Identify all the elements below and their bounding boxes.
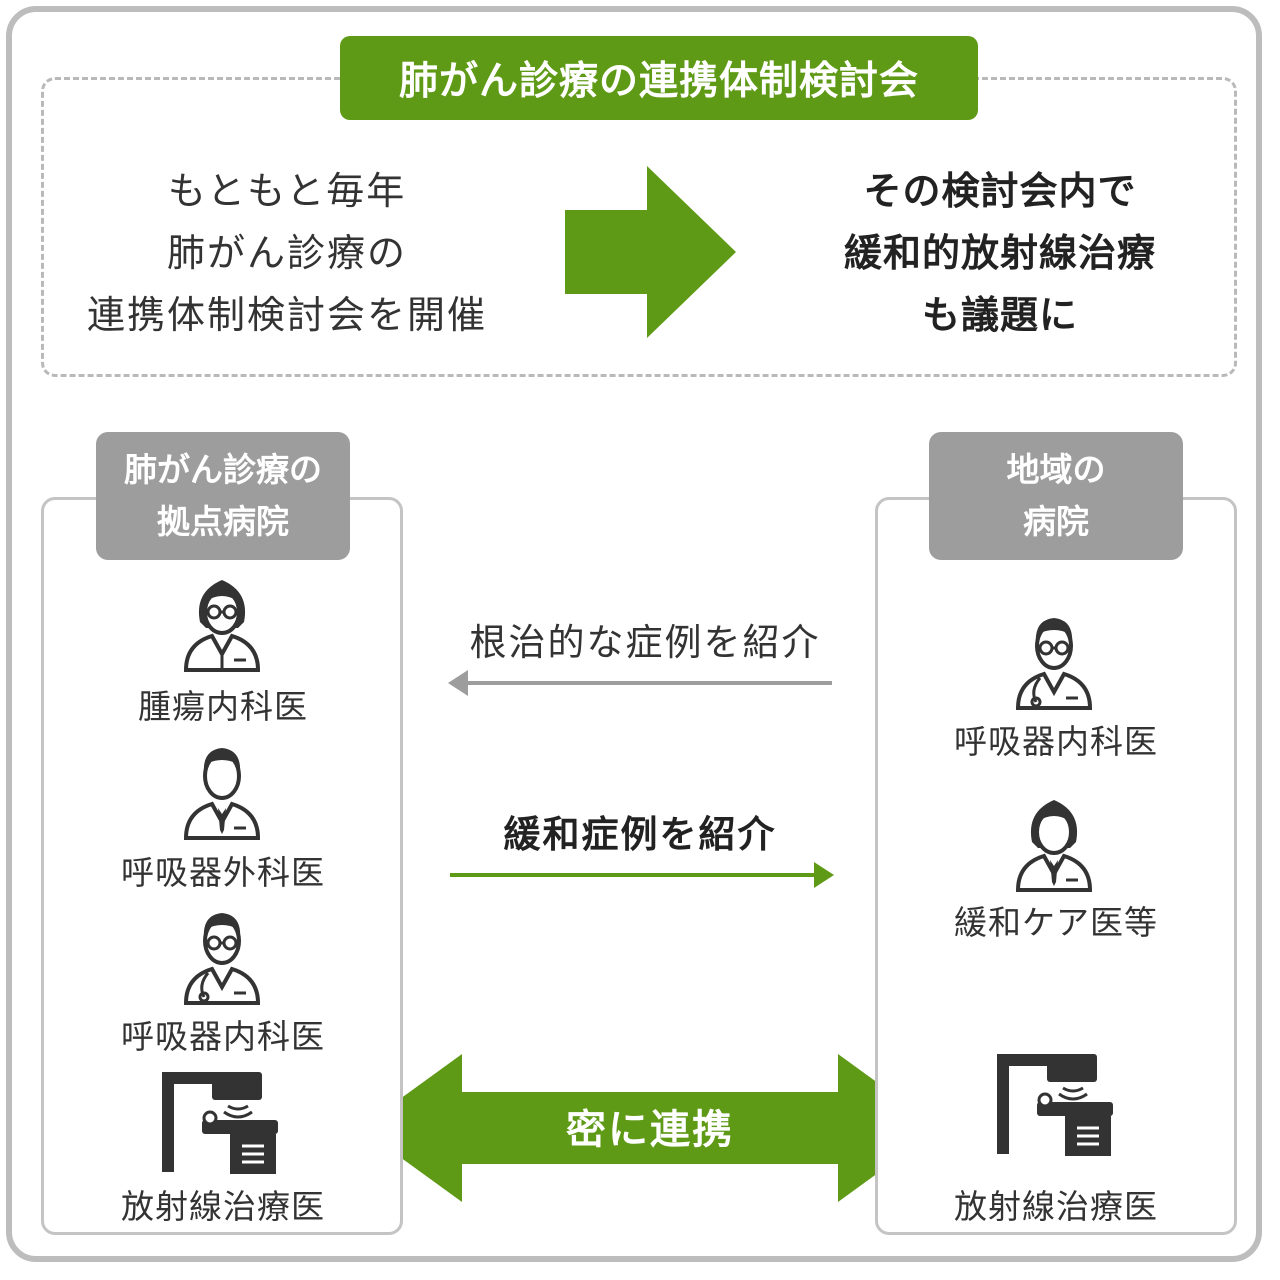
member-label: 呼吸器内科医 [121, 1017, 325, 1056]
doctor-stethoscope-icon [183, 913, 261, 1005]
female-doctor-icon [1015, 800, 1093, 892]
intro-right-line: 緩和的放射線治療 [843, 231, 1156, 275]
intro-left-line: 連携体制検討会を開催 [86, 293, 487, 337]
radiotherapy-machine-icon [997, 1054, 1113, 1156]
intro-right-text: その検討会内で 緩和的放射線治療 も議題に [800, 160, 1200, 346]
member-label: 呼吸器外科医 [121, 853, 325, 892]
core-hospital-tag-line: 拠点病院 [157, 502, 289, 541]
big-right-arrow [565, 166, 736, 338]
local-hospital-tag: 地域の 病院 [929, 432, 1183, 560]
female-doctor-icon [183, 580, 261, 672]
member-label: 腫瘍内科医 [138, 687, 308, 726]
close-cooperation-label: 密に連携 [566, 1107, 734, 1153]
doctor-stethoscope-icon [1015, 618, 1093, 710]
local-hospital-tag-line: 地域の [1006, 450, 1106, 489]
member-label: 放射線治療医 [121, 1187, 325, 1226]
member-label: 緩和ケア医等 [954, 903, 1158, 942]
palliative-referral-label: 緩和症例を紹介 [503, 813, 777, 856]
cooperation-double-arrow [360, 1054, 940, 1202]
local-hospital-tag-line: 病院 [1023, 502, 1089, 541]
intro-right-line: も議題に [921, 293, 1078, 337]
member-label: 呼吸器内科医 [954, 722, 1158, 761]
intro-left-line: 肺がん診療の [166, 231, 407, 275]
radiotherapy-machine-icon [162, 1072, 278, 1174]
core-hospital-tag: 肺がん診療の 拠点病院 [96, 432, 350, 560]
male-doctor-icon [183, 748, 261, 840]
core-hospital-tag-line: 肺がん診療の [124, 450, 322, 489]
palliative-arrow-head [814, 862, 834, 888]
intro-left-line: もともと毎年 [167, 169, 407, 213]
curative-referral-label: 根治的な症例を紹介 [469, 621, 821, 664]
intro-left-text: もともと毎年 肺がん診療の 連携体制検討会を開催 [62, 160, 512, 346]
conference-title: 肺がん診療の連携体制検討会 [340, 36, 978, 120]
intro-right-line: その検討会内で [863, 169, 1137, 213]
curative-arrow-head [448, 670, 468, 696]
member-label: 放射線治療医 [954, 1187, 1158, 1226]
